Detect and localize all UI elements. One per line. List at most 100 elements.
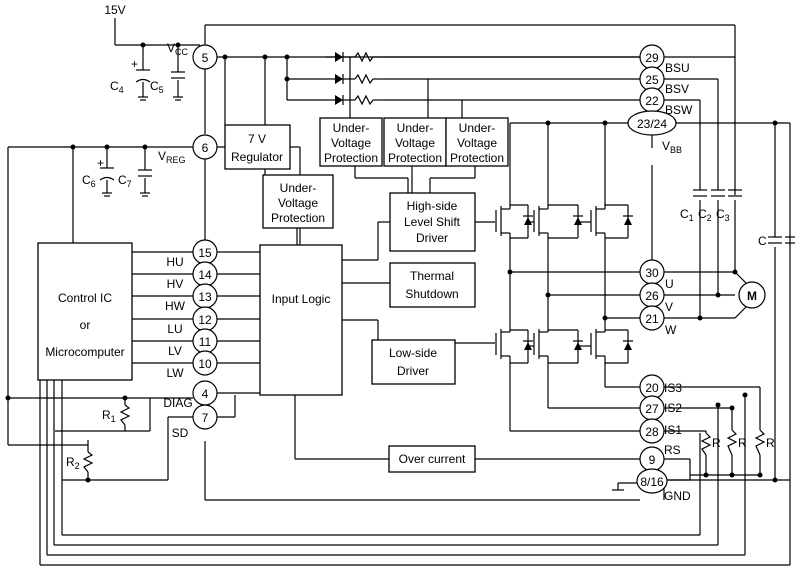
- c2-label: C2: [698, 207, 712, 223]
- r2-resistor: [82, 451, 94, 473]
- thermal-line-2: Shutdown: [405, 287, 458, 301]
- pin-30-number: 30: [645, 266, 659, 280]
- thermal-line-1: Thermal: [410, 269, 454, 283]
- pin-10: [192, 350, 218, 376]
- pin-11-label: LV: [168, 344, 182, 358]
- vbb-label: VBB: [662, 139, 682, 155]
- uvp-u-box: [319, 117, 383, 167]
- pin-5: [192, 44, 218, 70]
- mosfet-lu: [495, 329, 533, 364]
- over-current-label: Over current: [399, 452, 466, 466]
- mosfet-hu: [495, 204, 533, 239]
- uvp-low-line-1: Under-: [280, 181, 317, 195]
- right-pins: 29 25 22 23/24 30 26 21 20 27 28 9 8/16 …: [627, 44, 693, 503]
- pin-26-label: V: [665, 300, 673, 314]
- uvp-low-line-2: Voltage: [278, 196, 318, 210]
- rs-resistor-2: [726, 429, 738, 456]
- controller-box: [37, 242, 133, 381]
- vreg-label: VREG: [158, 149, 186, 165]
- mosfet-lv: [528, 329, 583, 364]
- uvp-u-line-3: Protection: [324, 151, 378, 165]
- pin-12-label: LU: [167, 322, 182, 336]
- functional-blocks: Control IC or Microcomputer 7 V Regulato…: [37, 117, 766, 473]
- uvp-w-box: [445, 117, 509, 167]
- c7-label: C7: [118, 173, 132, 189]
- pin-8-16-number: 8/16: [640, 475, 664, 489]
- pin-30-label: U: [665, 277, 674, 291]
- r1-label: R1: [102, 408, 116, 424]
- pin-10-label: LW: [166, 366, 184, 380]
- pin-7: [192, 404, 218, 430]
- pin-28-label: IS1: [664, 423, 682, 437]
- uvp-v-box: [383, 117, 447, 167]
- ls-driver-line-1: Low-side: [389, 346, 437, 360]
- pin-14-label: HV: [167, 277, 184, 291]
- c4-label: C4: [110, 79, 124, 95]
- pin-13-number: 13: [198, 290, 212, 304]
- motor-label: M: [747, 289, 757, 303]
- vcc-label: VCC: [167, 41, 189, 57]
- pin-23-24: [627, 110, 677, 136]
- c1-label: C1: [680, 207, 694, 223]
- pin-20-label: IS3: [664, 381, 682, 395]
- uvp-low-line-3: Protection: [271, 211, 325, 225]
- input-logic-box: [259, 244, 343, 396]
- labels: 15V VCC VREG VBB C4 + C5 C6 + C7 C1 C2 C…: [66, 3, 775, 471]
- regulator-line-1: 7 V: [248, 132, 266, 146]
- pin-23-24-number: 23/24: [637, 117, 667, 131]
- supply-voltage-label: 15V: [104, 3, 125, 17]
- r1-resistor: [119, 404, 131, 426]
- c6-label: C6: [82, 173, 96, 189]
- ls-driver-box: [371, 339, 456, 385]
- pin-29-label: BSU: [665, 61, 690, 75]
- uvp-u-line-1: Under-: [333, 121, 370, 135]
- mosfet-bridge: [495, 204, 633, 364]
- controller-line-1: Control IC: [58, 291, 112, 305]
- wires: [7, 18, 791, 566]
- pin-26-number: 26: [645, 289, 659, 303]
- pin-9-number: 9: [649, 453, 656, 467]
- uvp-low-box: [262, 174, 334, 229]
- mosfet-lw: [578, 329, 633, 364]
- rs-label-1: R: [712, 436, 721, 450]
- controller-line-3: Microcomputer: [45, 345, 124, 359]
- uvp-w-line-2: Voltage: [457, 136, 497, 150]
- pin-12-number: 12: [198, 313, 212, 327]
- pin-9-label: RS: [664, 443, 681, 457]
- pin-15-label: HU: [166, 255, 183, 269]
- pin-29-number: 29: [645, 51, 659, 65]
- uvp-w-line-3: Protection: [450, 151, 504, 165]
- pin-14-number: 14: [198, 268, 212, 282]
- input-logic-label: Input Logic: [272, 292, 331, 306]
- pin-5-number: 5: [202, 51, 209, 65]
- pin-21: [639, 305, 665, 331]
- pin-28-number: 28: [645, 425, 659, 439]
- pin-21-label: W: [665, 323, 677, 337]
- pin-13-label: HW: [165, 299, 186, 313]
- mosfet-hw: [578, 204, 633, 239]
- pin-4-label: DIAG: [163, 396, 192, 410]
- c-bulk-label: C: [758, 234, 767, 248]
- pin-28: [639, 418, 665, 444]
- motor-symbol: [738, 281, 766, 309]
- r2-label: R2: [66, 455, 80, 471]
- pin-8-16-label: GND: [664, 489, 691, 503]
- over-current-box: [388, 445, 476, 473]
- pin-22-number: 22: [645, 94, 659, 108]
- ls-driver-line-2: Driver: [397, 364, 429, 378]
- rs-label-2: R: [738, 436, 747, 450]
- pin-11-number: 11: [199, 335, 212, 349]
- left-pins: 5 6 15 14 13 12 11 10 4 7 HU HV HW LU LV…: [163, 44, 218, 440]
- rs-resistor-1: [700, 432, 712, 456]
- pin-6-number: 6: [202, 141, 209, 155]
- hs-driver-box: [389, 192, 476, 252]
- resistors: [82, 51, 766, 473]
- bootstrap-diodes: [325, 52, 385, 105]
- regulator-line-2: Regulator: [231, 150, 283, 164]
- rs-label-3: R: [766, 436, 775, 450]
- hs-driver-line-1: High-side: [407, 199, 458, 213]
- pin-4-number: 4: [202, 387, 209, 401]
- c5-label: C5: [150, 79, 164, 95]
